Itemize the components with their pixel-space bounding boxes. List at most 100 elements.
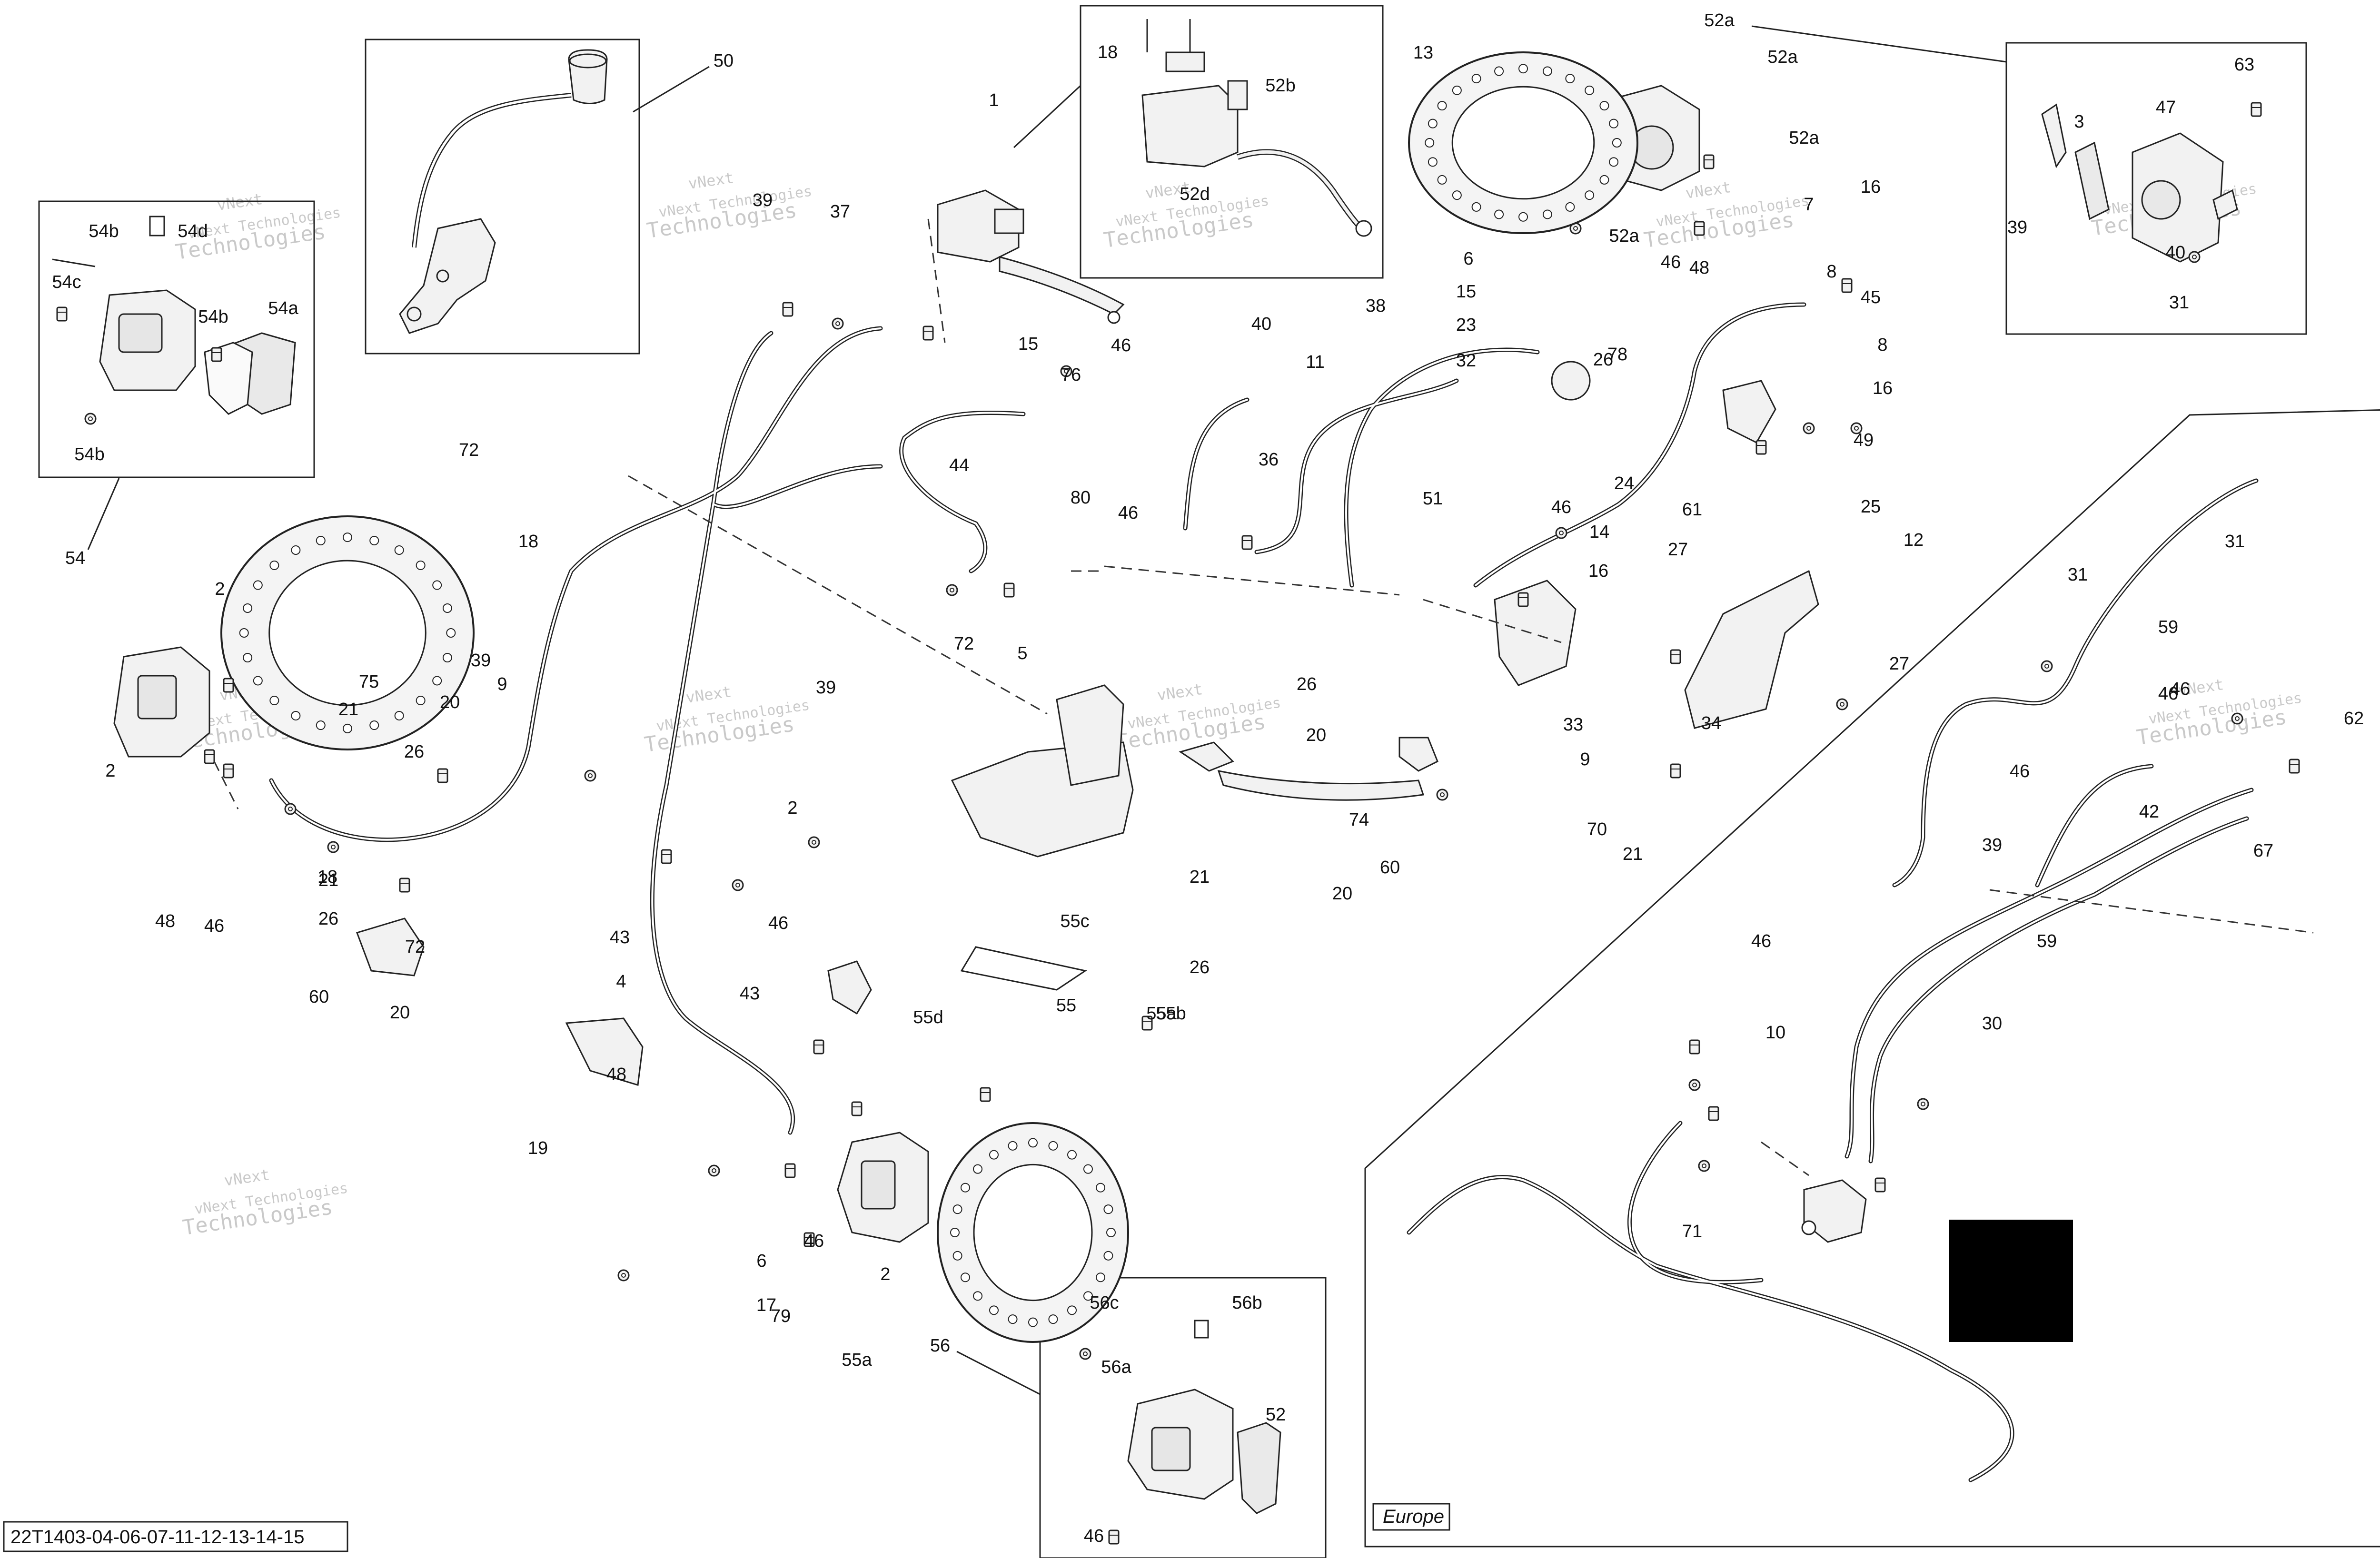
washer bbox=[808, 836, 820, 848]
callout-label: 42 bbox=[2139, 802, 2159, 822]
bolt bbox=[1708, 1106, 1719, 1121]
callout-label: 24 bbox=[1614, 473, 1634, 493]
callout-label: 55a bbox=[1146, 1004, 1177, 1024]
callout-label: 46 bbox=[804, 1231, 824, 1251]
callout-label: 48 bbox=[606, 1065, 626, 1085]
region-tag-text: Europe bbox=[1383, 1506, 1444, 1527]
washer bbox=[617, 1269, 630, 1282]
callout-label: 50 bbox=[714, 51, 734, 71]
caliper-54-exploded bbox=[52, 216, 296, 425]
callout-label: 20 bbox=[1332, 884, 1352, 904]
bolt bbox=[1003, 582, 1015, 598]
bolt bbox=[2289, 759, 2300, 774]
callout-label: 26 bbox=[1593, 350, 1613, 370]
bolt bbox=[661, 849, 672, 864]
callout-label: 54b bbox=[89, 221, 119, 241]
callout-label: 60 bbox=[1380, 858, 1400, 878]
callout-label: 44 bbox=[949, 455, 969, 475]
callout-label: 38 bbox=[1366, 296, 1386, 316]
callout-label: 54a bbox=[268, 298, 298, 318]
callout-label: 26 bbox=[404, 742, 424, 762]
washer bbox=[2231, 712, 2243, 725]
callout-label: 21 bbox=[1190, 867, 1210, 887]
europe-region-frame bbox=[1364, 409, 2380, 1548]
diagram-code: 22T1403-04-06-07-11-12-13-14-15 bbox=[3, 1521, 348, 1552]
leader-50 bbox=[633, 66, 710, 113]
leader-55 bbox=[956, 1351, 1041, 1395]
caliper-55-exploded bbox=[1079, 1320, 1281, 1545]
callout-label: 20 bbox=[1306, 725, 1326, 745]
callout-label: 2 bbox=[215, 579, 225, 599]
callout-label: 8 bbox=[1826, 262, 1836, 282]
washer bbox=[732, 879, 744, 891]
callout-label: 55 bbox=[1056, 996, 1076, 1016]
callout-label: 13 bbox=[1413, 43, 1433, 63]
callout-label: 60 bbox=[309, 987, 329, 1007]
bolt bbox=[980, 1087, 991, 1102]
callout-label: 10 bbox=[1765, 1023, 1785, 1043]
callout-label: 39 bbox=[2007, 217, 2027, 237]
callout-label: 55c bbox=[1060, 911, 1089, 931]
callout-label: 21 bbox=[338, 700, 358, 720]
bolt bbox=[813, 1039, 824, 1055]
callout-label: 1 bbox=[989, 90, 999, 110]
callout-label: 74 bbox=[1349, 810, 1369, 830]
leader-54 bbox=[87, 478, 120, 550]
callout-label: 72 bbox=[405, 937, 425, 957]
callout-label: 12 bbox=[1904, 530, 1924, 550]
callout-label: 54 bbox=[65, 548, 85, 568]
callout-label: 32 bbox=[1456, 351, 1476, 371]
callout-label: 20 bbox=[390, 1003, 410, 1023]
callout-label: 8 bbox=[1877, 335, 1887, 355]
callout-label: 15 bbox=[1018, 334, 1038, 354]
callout-label: 16 bbox=[1861, 177, 1881, 197]
callout-label: 61 bbox=[1682, 500, 1702, 520]
washer bbox=[1836, 698, 1848, 710]
master-cylinder-assembly bbox=[399, 49, 608, 334]
callout-label: 6 bbox=[1463, 249, 1473, 269]
callout-label: 56 bbox=[930, 1336, 950, 1356]
callout-label: 18 bbox=[317, 867, 337, 887]
callout-label: 47 bbox=[2156, 98, 2176, 118]
callout-label: 71 bbox=[1682, 1222, 1702, 1242]
front-master-cylinder-lever bbox=[937, 189, 1125, 324]
callout-label: 2 bbox=[880, 1264, 890, 1284]
redacted-block bbox=[1949, 1220, 2073, 1342]
washer bbox=[708, 1164, 720, 1177]
washer bbox=[327, 841, 339, 853]
leader-56 bbox=[1013, 85, 1081, 148]
svg-text:vNext: vNext bbox=[1684, 178, 1732, 202]
callout-label: 39 bbox=[816, 678, 836, 698]
callout-label: 40 bbox=[2165, 243, 2185, 263]
callout-label: 46 bbox=[2010, 761, 2030, 781]
callout-label: 54c bbox=[52, 272, 81, 292]
callout-label: 43 bbox=[610, 927, 630, 947]
callout-label: 46 bbox=[1084, 1526, 1104, 1546]
callout-label: 30 bbox=[1982, 1014, 2002, 1034]
callout-label: 39 bbox=[1982, 835, 2002, 855]
inset-front-right-caliper-frame bbox=[1039, 1277, 1327, 1558]
brake-disc bbox=[937, 1122, 1129, 1343]
callout-label: 20 bbox=[440, 692, 460, 712]
leader-52 bbox=[1751, 25, 2007, 63]
callout-label: 46 bbox=[1118, 503, 1138, 523]
callout-label: 15 bbox=[1456, 282, 1476, 302]
washer bbox=[946, 584, 958, 596]
callout-label: 54d bbox=[178, 221, 208, 241]
callout-label: 6 bbox=[756, 1251, 766, 1271]
callout-label: 3 bbox=[2074, 112, 2084, 132]
svg-text:vNext: vNext bbox=[216, 190, 264, 214]
brake-discs bbox=[220, 51, 1638, 1343]
washer bbox=[832, 317, 844, 330]
callout-label: 55a bbox=[842, 1350, 872, 1370]
callout-label: 55b bbox=[1156, 1004, 1186, 1024]
callout-label: 46 bbox=[1751, 931, 1771, 951]
callout-label: 54b bbox=[198, 307, 228, 327]
bolt bbox=[782, 302, 793, 317]
callout-label: 31 bbox=[2169, 293, 2189, 313]
bolt bbox=[399, 878, 410, 893]
callout-label: 52a bbox=[1609, 226, 1639, 246]
rear-caliper-52-exploded bbox=[2041, 102, 2262, 263]
callout-label: 26 bbox=[1297, 674, 1317, 694]
